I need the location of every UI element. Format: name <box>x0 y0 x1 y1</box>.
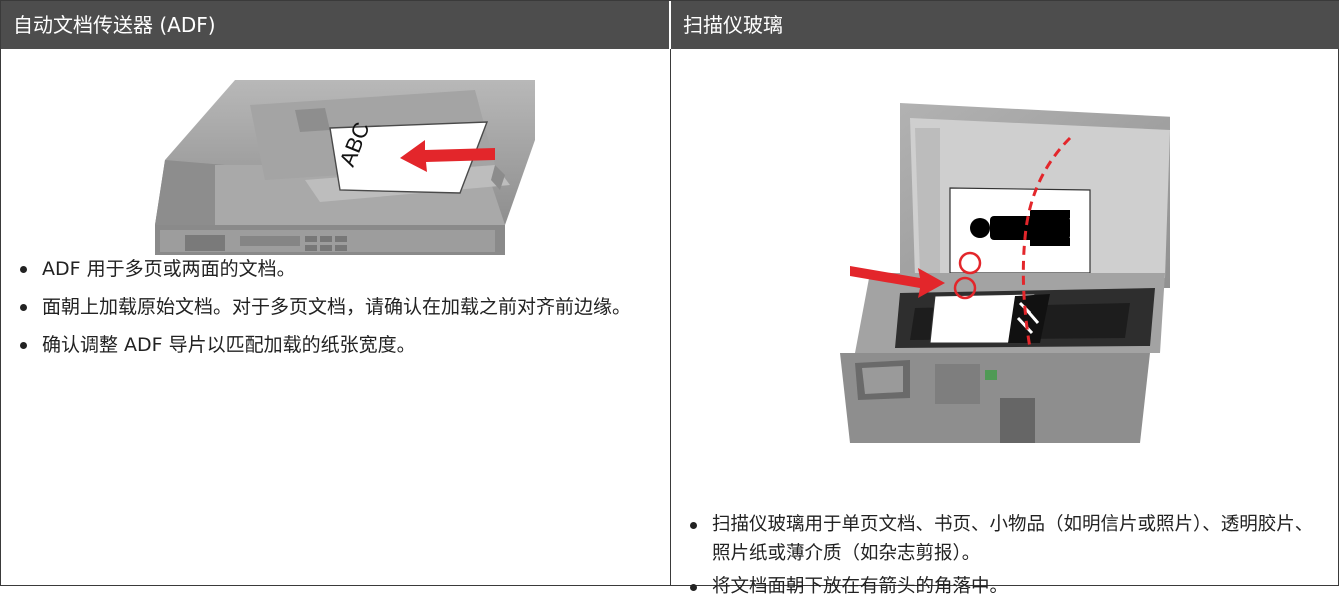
column-divider <box>670 49 671 586</box>
glass-bullet-list: 扫描仪玻璃用于单页文档、书页、小物品（如明信片或照片）、透明胶片、照片纸或薄介质… <box>688 510 1328 605</box>
header-adf: 自动文档传送器 (ADF) <box>1 1 670 49</box>
glass-bullet-item: 将文档面朝下放在有箭头的角落中。 <box>688 572 1328 601</box>
glass-bullet-item: 扫描仪玻璃用于单页文档、书页、小物品（如明信片或照片）、透明胶片、照片纸或薄介质… <box>688 510 1328 568</box>
adf-bullet-item: 面朝上加载原始文档。对于多页文档，请确认在加载之前对齐前边缘。 <box>18 292 658 322</box>
adf-bullet-item: 确认调整 ADF 导片以匹配加载的纸张宽度。 <box>18 330 658 360</box>
adf-illustration: ABC <box>155 80 535 255</box>
adf-bullet-item: ADF 用于多页或两面的文档。 <box>18 254 658 284</box>
info-table: 自动文档传送器 (ADF) 扫描仪玻璃 <box>0 0 1339 586</box>
scanner-glass-illustration <box>840 103 1170 443</box>
adf-bullet-list: ADF 用于多页或两面的文档。 面朝上加载原始文档。对于多页文档，请确认在加载之… <box>18 254 658 368</box>
header-scanner-glass: 扫描仪玻璃 <box>671 1 1339 49</box>
